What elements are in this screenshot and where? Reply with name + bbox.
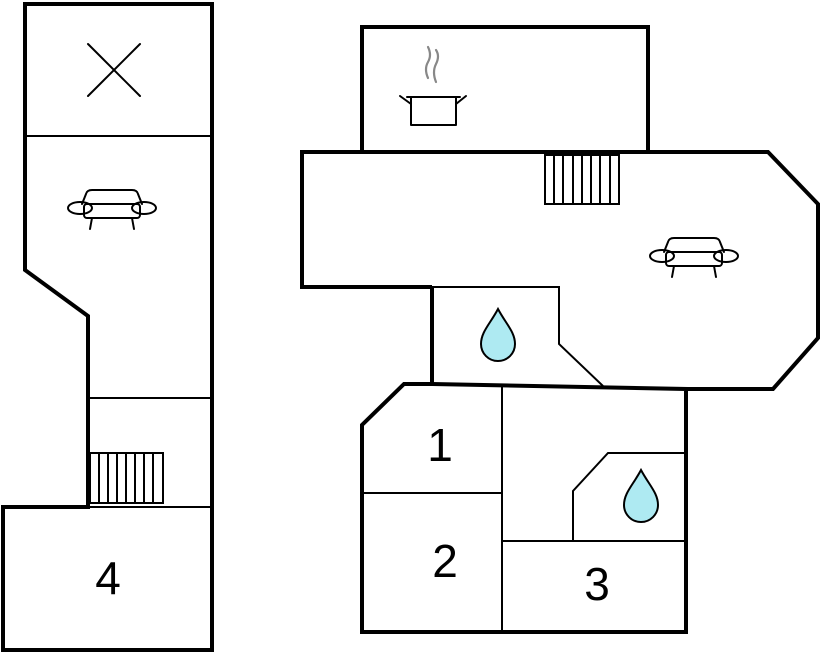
sofa-icon xyxy=(67,189,157,230)
room-label-1: 1 xyxy=(427,419,453,471)
room-label-2: 2 xyxy=(432,535,458,587)
room-label-4: 4 xyxy=(95,552,121,604)
sofa-icon xyxy=(649,237,739,278)
bathroom-wall xyxy=(432,286,604,387)
stairs-icon xyxy=(89,452,164,504)
left-floor: 4 xyxy=(1,2,214,652)
stairs-icon xyxy=(544,154,620,205)
living-area-outline xyxy=(300,150,820,391)
water-drop-icon xyxy=(479,306,517,362)
left-floor-outline xyxy=(1,2,214,652)
cooking-pot-icon xyxy=(399,45,467,126)
cross-icon xyxy=(87,43,141,97)
kitchen-outline xyxy=(360,25,650,154)
room-label-3: 3 xyxy=(584,558,610,610)
water-drop-icon xyxy=(622,467,660,523)
bedrooms-outline xyxy=(360,382,688,634)
wall xyxy=(572,452,686,541)
right-floor: 1 2 3 xyxy=(300,25,820,634)
